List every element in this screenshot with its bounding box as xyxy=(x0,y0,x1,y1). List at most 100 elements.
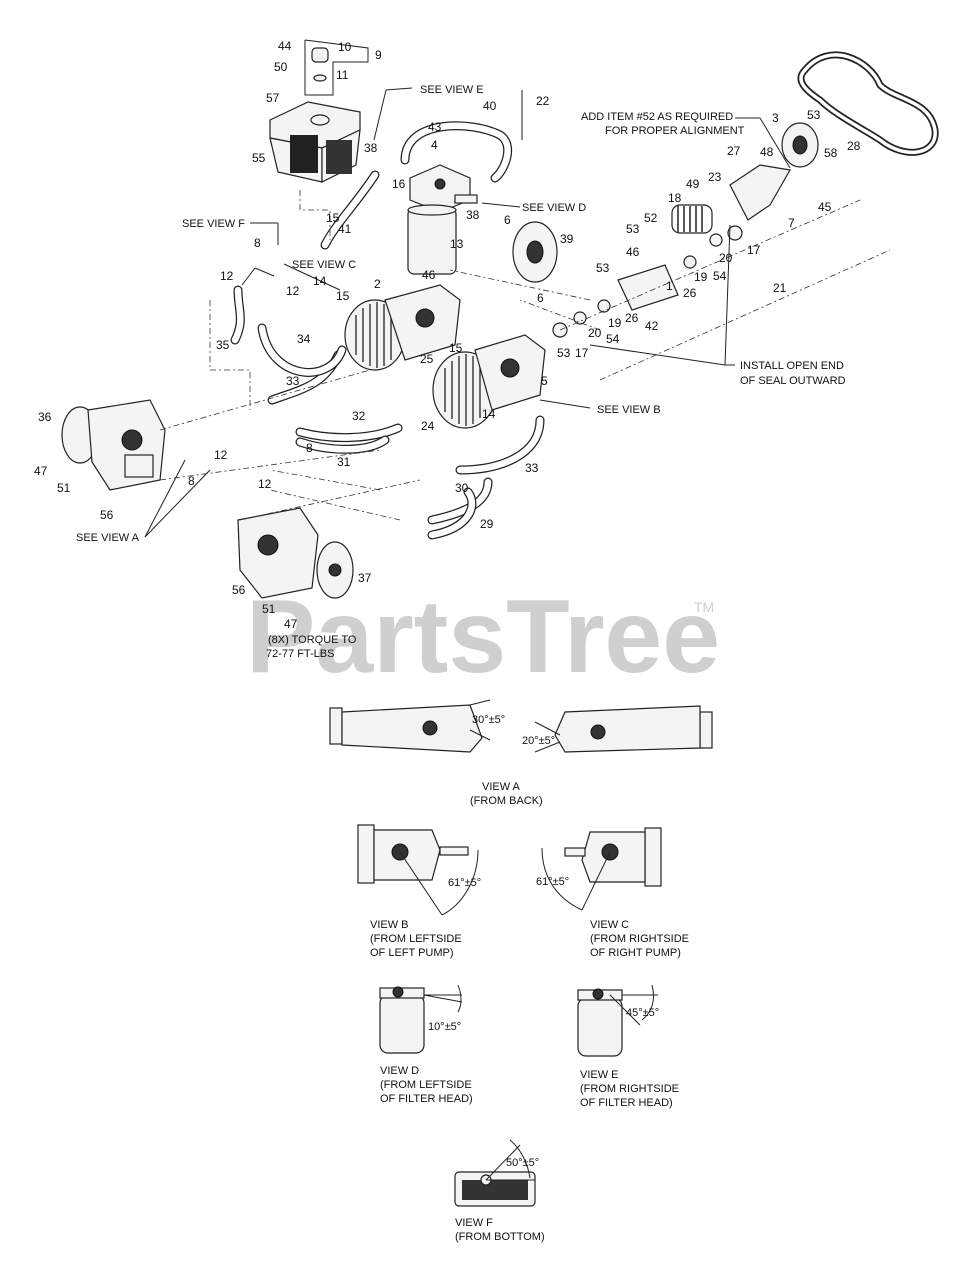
callout-50: 50 xyxy=(274,60,288,74)
callout-30: 30 xyxy=(455,481,469,495)
callout-25: 25 xyxy=(420,352,434,366)
note-torque-1: (8X) TORQUE TO xyxy=(268,634,357,646)
callout-51-b: 51 xyxy=(262,602,276,616)
callout-51: 51 xyxy=(57,481,71,495)
callout-45: 45 xyxy=(818,200,832,214)
note-add-item-1: ADD ITEM #52 AS REQUIRED xyxy=(581,111,733,123)
watermark: PartsTree xyxy=(246,579,720,695)
view-d-sub1: (FROM LEFTSIDE xyxy=(380,1079,472,1091)
note-install-2: OF SEAL OUTWARD xyxy=(740,375,846,387)
callout-36: 36 xyxy=(38,410,52,424)
callout-33: 33 xyxy=(286,374,300,388)
right-pump xyxy=(344,284,461,371)
view-c-sub2: OF RIGHT PUMP) xyxy=(590,947,681,959)
view-a-sub: (FROM BACK) xyxy=(470,795,543,807)
callout-26: 26 xyxy=(683,286,697,300)
callout-8-c: 8 xyxy=(306,441,313,455)
view-b: 61°±5° VIEW B (FROM LEFTSIDE OF LEFT PUM… xyxy=(357,824,481,959)
filter-assembly xyxy=(320,90,523,275)
callout-52: 52 xyxy=(644,211,658,225)
callout-15: 15 xyxy=(326,211,340,225)
callout-55: 55 xyxy=(252,151,266,165)
view-b-title: VIEW B xyxy=(370,919,409,931)
left-wheel-motor xyxy=(61,399,166,491)
callout-39: 39 xyxy=(560,232,574,246)
callout-57: 57 xyxy=(266,91,280,105)
callout-22: 22 xyxy=(536,94,550,108)
view-e-angle: 45°±5° xyxy=(626,1007,659,1019)
note-torque-2: 72-77 FT-LBS xyxy=(266,648,334,660)
callout-53: 53 xyxy=(807,108,821,122)
callout-2: 2 xyxy=(374,277,381,291)
callout-3: 3 xyxy=(772,111,779,125)
callout-8: 8 xyxy=(254,236,261,250)
leader-construction-lines xyxy=(159,190,891,521)
callout-42: 42 xyxy=(645,319,659,333)
view-a-angle-right: 20°±5° xyxy=(522,735,555,747)
view-b-sub2: OF LEFT PUMP) xyxy=(370,947,454,959)
callout-48: 48 xyxy=(760,145,774,159)
view-f-title: VIEW F xyxy=(455,1217,493,1229)
callout-35: 35 xyxy=(216,338,230,352)
callout-14: 14 xyxy=(313,274,327,288)
callout-49: 49 xyxy=(686,177,700,191)
callout-58: 58 xyxy=(824,146,838,160)
callout-18: 18 xyxy=(668,191,682,205)
view-d: 10°±5° VIEW D (FROM LEFTSIDE OF FILTER H… xyxy=(379,984,473,1105)
callout-32: 32 xyxy=(352,409,366,423)
note-add-item-2: FOR PROPER ALIGNMENT xyxy=(605,125,745,137)
callout-20: 20 xyxy=(719,251,733,265)
view-d-title: VIEW D xyxy=(380,1065,419,1077)
note-see-view-e: SEE VIEW E xyxy=(420,84,484,96)
hydraulic-hoses xyxy=(230,285,545,540)
callout-54: 54 xyxy=(713,269,727,283)
callout-19-b: 19 xyxy=(608,316,622,330)
callout-23: 23 xyxy=(708,170,722,184)
callout-31: 31 xyxy=(337,455,351,469)
callout-38: 38 xyxy=(364,141,378,155)
view-f-angle: 50°±5° xyxy=(506,1157,539,1169)
callout-53-d: 53 xyxy=(557,346,571,360)
callout-10: 10 xyxy=(338,40,352,54)
callout-5: 5 xyxy=(541,374,548,388)
note-see-view-c: SEE VIEW C xyxy=(292,259,356,271)
callout-44: 44 xyxy=(278,39,292,53)
callout-numbers: 44 10 9 50 11 57 55 15 41 38 43 4 16 40 … xyxy=(34,39,861,631)
view-c: 61°±5° VIEW C (FROM RIGHTSIDE OF RIGHT P… xyxy=(536,827,689,959)
callout-19: 19 xyxy=(694,270,708,284)
callout-12-b: 12 xyxy=(286,284,300,298)
watermark-tm: TM xyxy=(694,599,714,615)
view-b-sub1: (FROM LEFTSIDE xyxy=(370,933,462,945)
callout-47-b: 47 xyxy=(284,617,298,631)
view-e-sub1: (FROM RIGHTSIDE xyxy=(580,1083,679,1095)
callout-16: 16 xyxy=(392,177,406,191)
callout-6: 6 xyxy=(504,213,511,227)
note-see-view-f: SEE VIEW F xyxy=(182,218,245,230)
callout-17: 17 xyxy=(747,243,761,257)
callout-40: 40 xyxy=(483,99,497,113)
callout-13: 13 xyxy=(450,237,464,251)
callout-21: 21 xyxy=(773,281,787,295)
callout-53-c: 53 xyxy=(596,261,610,275)
idler-arm-assembly xyxy=(552,122,819,338)
view-f-sub: (FROM BOTTOM) xyxy=(455,1231,545,1243)
callout-53-b: 53 xyxy=(626,222,640,236)
leader-lines xyxy=(144,87,791,538)
callout-7: 7 xyxy=(788,216,795,230)
callout-41: 41 xyxy=(338,222,352,236)
callout-37: 37 xyxy=(358,571,372,585)
view-b-angle: 61°±5° xyxy=(448,877,481,889)
view-a-angle-left: 30°±5° xyxy=(472,714,505,726)
callout-56: 56 xyxy=(100,508,114,522)
drive-belt xyxy=(797,51,939,156)
view-f: 50°±5° VIEW F (FROM BOTTOM) xyxy=(454,1139,545,1243)
note-install-1: INSTALL OPEN END xyxy=(740,360,844,372)
view-d-sub2: OF FILTER HEAD) xyxy=(380,1093,473,1105)
fan-pulley xyxy=(512,221,558,283)
view-c-angle: 61°±5° xyxy=(536,876,569,888)
callout-17-b: 17 xyxy=(575,346,589,360)
callout-15-c: 15 xyxy=(449,341,463,355)
view-c-sub1: (FROM RIGHTSIDE xyxy=(590,933,689,945)
